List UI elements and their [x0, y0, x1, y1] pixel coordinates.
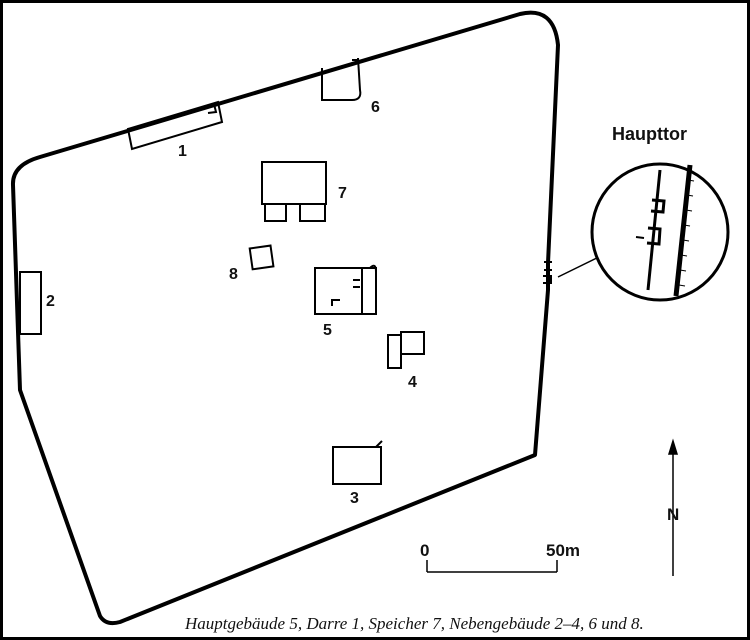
- enclosure-wall: [10, 10, 560, 626]
- north-arrow: [667, 438, 679, 576]
- building-5: [314, 264, 377, 315]
- gate-detail-inset: [590, 162, 730, 302]
- scale-bar: [426, 560, 558, 573]
- building-1: [126, 100, 224, 151]
- building-2-label: 2: [46, 293, 55, 310]
- building-5-label: 5: [323, 322, 332, 339]
- gate-mark: [543, 261, 552, 284]
- building-6: [321, 57, 362, 101]
- building-7-label: 7: [338, 185, 347, 202]
- building-8-label: 8: [229, 266, 238, 283]
- scale-bar-start-label: 0: [420, 541, 429, 560]
- building-2: [19, 271, 42, 335]
- building-6-label: 6: [371, 99, 380, 116]
- building-4: [387, 331, 425, 369]
- north-arrow-label: N: [667, 505, 679, 524]
- inset-title: Haupttor: [612, 124, 687, 144]
- building-8: [248, 244, 275, 271]
- figure-caption: Hauptgebäude 5, Darre 1, Speicher 7, Neb…: [184, 614, 644, 633]
- building-1-label: 1: [178, 143, 187, 160]
- scale-bar-end-label: 50m: [546, 541, 580, 560]
- building-3: [332, 446, 382, 485]
- building-7: [261, 161, 327, 222]
- building-4-label: 4: [408, 374, 417, 391]
- building-3-label: 3: [350, 490, 359, 507]
